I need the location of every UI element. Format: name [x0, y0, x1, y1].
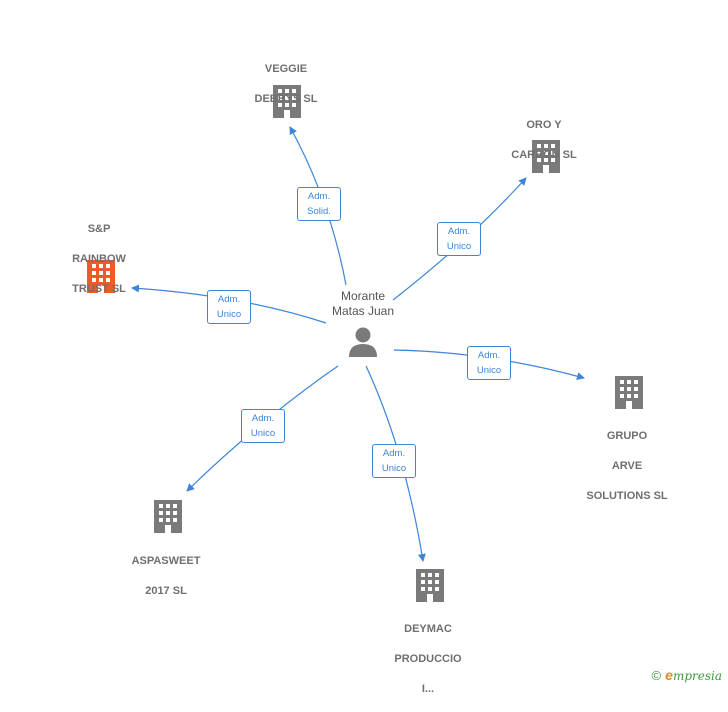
building-icon-sp — [87, 260, 115, 293]
building-icon-oro — [532, 140, 560, 173]
company-name-line: 2017 SL — [145, 585, 187, 597]
company-name-line: S&P — [87, 223, 111, 235]
relation-type: Unico — [476, 365, 502, 376]
company-label-grupo[interactable]: GRUPO ARVE SOLUTIONS SL — [569, 414, 685, 519]
relationship-graph — [87, 85, 643, 602]
brand-logo-initial: e — [665, 667, 673, 683]
copyright-icon: © — [651, 668, 662, 683]
company-name-line: ASPASWEET — [131, 555, 201, 567]
company-name-line: GRUPO — [606, 430, 648, 442]
company-label-sp[interactable]: S&P RAINBOW TRUST SL — [49, 207, 149, 312]
building-icon-aspasweet — [154, 500, 182, 533]
relation-role: Adm. — [447, 226, 471, 237]
company-name-line: ORO Y — [526, 119, 562, 131]
company-label-oro[interactable]: ORO Y CARBON SL — [494, 103, 594, 178]
relation-role: Adm. — [251, 413, 275, 424]
relation-badge-aspasweet[interactable]: Adm. Unico — [241, 409, 285, 443]
relation-badge-oro[interactable]: Adm. Unico — [437, 222, 481, 256]
company-name-line: TRUST SL — [72, 283, 126, 295]
relation-type: Unico — [446, 241, 472, 252]
person-icon — [349, 327, 377, 357]
brand-name: mpresia — [672, 669, 722, 683]
company-name-line: SOLUTIONS SL — [586, 490, 668, 502]
footer-brand[interactable]: ©empresia — [652, 667, 722, 683]
person-name-line1: Morante — [340, 289, 386, 303]
person-name[interactable]: Morante Matas Juan — [310, 289, 416, 319]
relation-role: Adm. — [477, 350, 501, 361]
building-icon-grupo — [615, 376, 643, 409]
relation-badge-grupo[interactable]: Adm. Unico — [467, 346, 511, 380]
company-label-veggie[interactable]: VEGGIE DEBBYS SL — [236, 47, 336, 122]
relation-badge-veggie[interactable]: Adm. Solid. — [297, 187, 341, 221]
relation-badge-deymac[interactable]: Adm. Unico — [372, 444, 416, 478]
relation-role: Adm. — [382, 448, 406, 459]
company-name-line: ARVE — [611, 460, 643, 472]
company-name-line: PRODUCCIO — [394, 653, 462, 665]
person-name-line2: Matas Juan — [331, 304, 395, 318]
company-name-line: DEBBYS SL — [254, 93, 318, 105]
relation-type: Solid. — [307, 206, 331, 217]
relation-type: Unico — [250, 428, 276, 439]
company-label-aspasweet[interactable]: ASPASWEET 2017 SL — [116, 539, 216, 614]
company-label-deymac[interactable]: DEYMAC PRODUCCIO I... — [378, 607, 478, 712]
relation-role: Adm. — [307, 191, 331, 202]
relation-type: Unico — [381, 463, 407, 474]
company-name-line: I... — [421, 683, 435, 695]
company-name-line: CARBON SL — [511, 149, 577, 161]
building-icon-deymac — [416, 569, 444, 602]
relation-role: Adm. — [217, 294, 241, 305]
relation-badge-sp[interactable]: Adm. Unico — [207, 290, 251, 324]
company-name-line: DEYMAC — [404, 623, 452, 635]
relation-type: Unico — [216, 309, 242, 320]
company-name-line: RAINBOW — [72, 253, 126, 265]
company-name-line: VEGGIE — [264, 63, 308, 75]
building-icon-veggie — [273, 85, 301, 118]
